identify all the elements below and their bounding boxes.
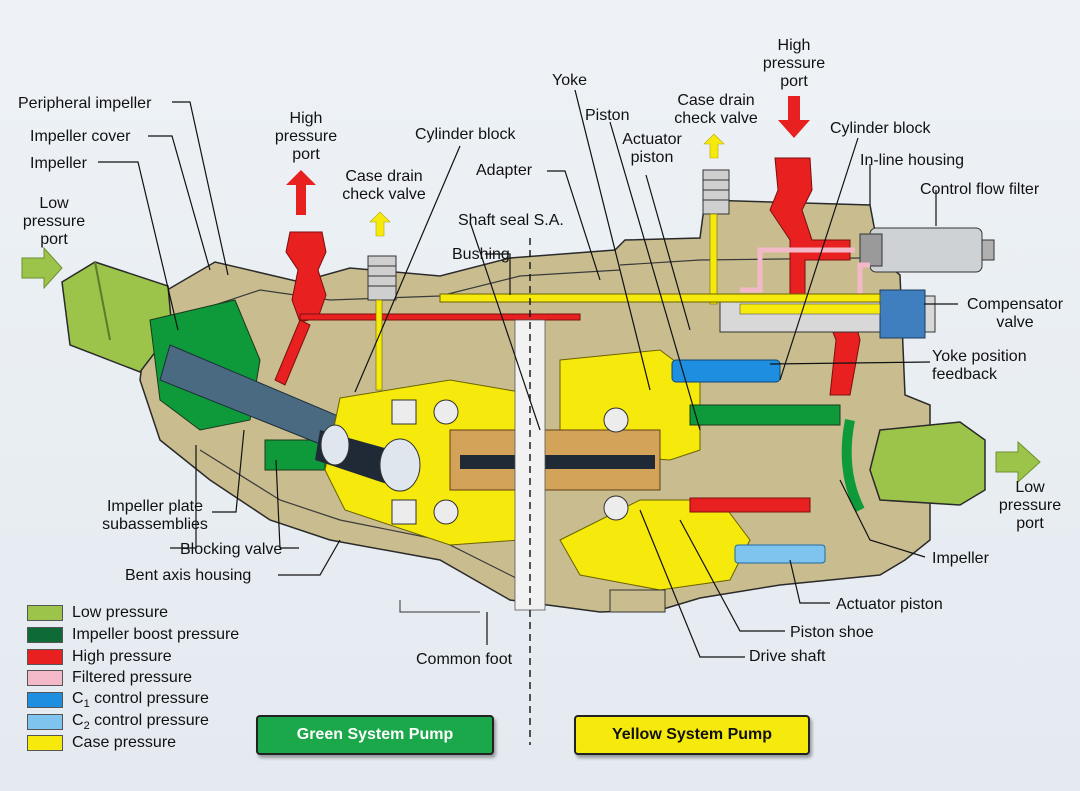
low-pressure-outflow-arrow xyxy=(995,440,1041,484)
label-impeller-right: Impeller xyxy=(932,550,989,567)
label-inline-housing: In-line housing xyxy=(860,152,965,169)
bearings xyxy=(391,399,629,525)
label-compensator-valve: Compensator valve xyxy=(966,296,1064,331)
control-flow-filter xyxy=(859,227,995,273)
label-adapter: Adapter xyxy=(476,162,533,179)
common-foot xyxy=(399,589,666,613)
low-pressure-inflow-arrow xyxy=(21,246,63,290)
legend-item: C1 control pressure xyxy=(27,690,209,710)
legend-item: Filtered pressure xyxy=(27,668,192,688)
leader-lines xyxy=(98,89,958,658)
label-cylinder-block-right: Cylinder block xyxy=(830,120,931,137)
label-actuator-piston-bottom: Actuator piston xyxy=(836,596,943,613)
legend-item: High pressure xyxy=(27,647,172,667)
c2-control xyxy=(734,544,826,564)
label-actuator-piston-top: Actuator piston xyxy=(622,131,682,166)
legend-label: Case pressure xyxy=(72,734,177,751)
label-common-foot: Common foot xyxy=(416,651,513,668)
legend-label: C1 control pressure xyxy=(72,689,209,711)
label-peripheral-impeller: Peripheral impeller xyxy=(18,95,152,112)
legend-label: Filtered pressure xyxy=(72,669,193,686)
label-high-pressure-port-right: High pressure port xyxy=(762,37,826,90)
case-drain-valve-left xyxy=(367,255,397,391)
label-low-pressure-port-left: Low pressure port xyxy=(22,195,86,248)
c1-control xyxy=(671,359,781,383)
case-drain-arrow-right xyxy=(703,133,725,159)
filtered-pressure-lines xyxy=(740,247,870,300)
label-bushing: Bushing xyxy=(452,246,510,263)
legend-item: Case pressure xyxy=(27,733,176,753)
legend-label: High pressure xyxy=(72,648,172,665)
bent-axis-piston xyxy=(315,424,421,492)
legend-swatch xyxy=(27,605,63,621)
label-cylinder-block-left: Cylinder block xyxy=(415,126,516,143)
label-impeller-left: Impeller xyxy=(30,155,87,172)
label-yoke: Yoke xyxy=(552,72,587,89)
case-drain-valve-right xyxy=(702,169,730,305)
legend-label: Impeller boost pressure xyxy=(72,626,240,643)
yellow-system-pump-box: Yellow System Pump xyxy=(574,715,810,755)
legend-item: C2 control pressure xyxy=(27,712,209,732)
label-case-drain-left: Case drain check valve xyxy=(342,168,426,203)
impeller-boost-right xyxy=(689,404,841,426)
label-drive-shaft: Drive shaft xyxy=(749,648,826,665)
legend-swatch xyxy=(27,714,63,730)
high-pressure-out-arrow-left xyxy=(286,170,316,215)
label-impeller-cover: Impeller cover xyxy=(30,128,131,145)
high-pressure-left xyxy=(274,231,581,386)
legend-swatch xyxy=(27,670,63,686)
high-pressure-lower-right xyxy=(689,497,811,513)
label-yoke-position-feedback: Yoke position feedback xyxy=(932,348,1027,383)
green-system-pump-box: Green System Pump xyxy=(256,715,494,755)
legend-swatch xyxy=(27,649,63,665)
case-drain-arrow-left xyxy=(369,211,391,237)
label-blocking-valve: Blocking valve xyxy=(180,541,283,558)
cylinder-block-center xyxy=(449,319,661,611)
label-high-pressure-port-left: High pressure port xyxy=(274,110,338,163)
label-bent-axis-housing: Bent axis housing xyxy=(125,567,252,584)
legend-label: C2 control pressure xyxy=(72,711,209,733)
label-shaft-seal: Shaft seal S.A. xyxy=(458,212,564,229)
legend-item: Low pressure xyxy=(27,603,168,623)
label-impeller-plate: Impeller plate subassemblies xyxy=(102,498,208,533)
legend-swatch xyxy=(27,692,63,708)
legend-swatch xyxy=(27,627,63,643)
label-piston: Piston xyxy=(585,107,630,124)
case-pressure-zone xyxy=(324,293,881,591)
legend-item: Impeller boost pressure xyxy=(27,625,239,645)
label-case-drain-right: Case drain check valve xyxy=(674,92,758,127)
high-pressure-in-arrow-right xyxy=(778,96,810,138)
legend-swatch xyxy=(27,735,63,751)
label-control-flow-filter: Control flow filter xyxy=(920,181,1040,198)
low-pressure-port-right xyxy=(841,419,986,513)
label-piston-shoe: Piston shoe xyxy=(790,624,874,641)
label-low-pressure-port-right: Low pressure port xyxy=(998,479,1062,532)
legend-label: Low pressure xyxy=(72,604,169,621)
